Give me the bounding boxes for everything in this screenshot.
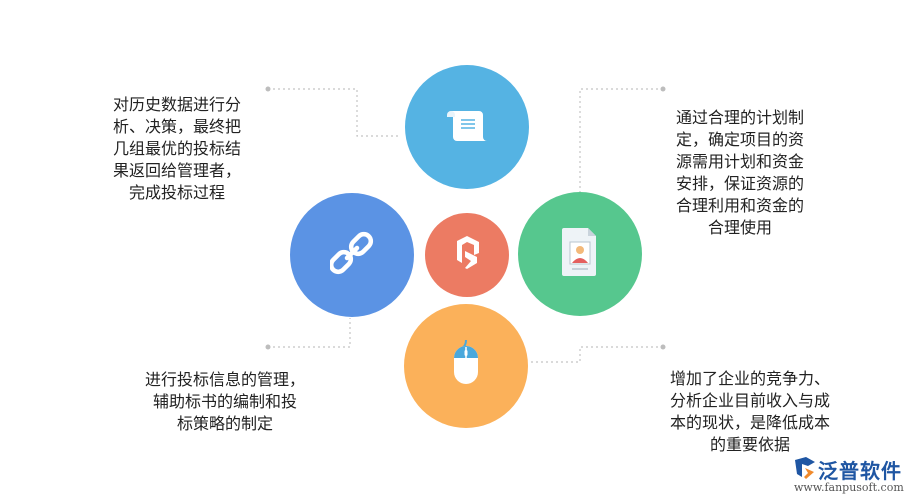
bottom-circle — [404, 304, 528, 428]
connector-bottom-left — [268, 318, 351, 348]
connector-bottom-right — [531, 346, 663, 363]
brand-mark-icon — [792, 455, 818, 486]
connector-dot-bottom-right — [660, 344, 666, 350]
watermark-name: 泛普软件 — [818, 459, 902, 483]
text-top-right: 通过合理的计划制 定，确定项目的资 源需用计划和资金 安排，保证资源的 合理利用… — [675, 110, 804, 237]
watermark-logo: 泛普软件 www.fanpusoft.com — [780, 453, 920, 500]
left-circle — [290, 193, 414, 317]
connector-top-right — [579, 88, 663, 192]
scroll-document-icon — [445, 105, 489, 150]
brand-logo-icon — [447, 233, 487, 278]
top-circle — [405, 65, 529, 189]
chain-link-icon — [328, 231, 374, 280]
id-card-document-icon — [560, 226, 600, 283]
text-bottom-left: 进行投标信息的管理， 辅助标书的编制和投 标策略的制定 — [144, 372, 305, 433]
right-circle — [518, 192, 642, 316]
text-top-left: 对历史数据进行分 析、决策，最终把 几组最优的投标结 果返回给管理者， 完成投标… — [112, 97, 241, 202]
connector-top-left — [268, 88, 401, 137]
center-circle — [425, 213, 509, 297]
connector-dot-bottom-left — [265, 344, 271, 350]
computer-mouse-icon — [448, 338, 484, 395]
text-bottom-right: 增加了企业的竞争力、 分析企业目前收入与成 本的现状，是降低成本 的重要依据 — [669, 371, 830, 454]
connector-dot-top-right — [660, 86, 666, 92]
watermark-url: www.fanpusoft.com — [794, 481, 904, 494]
connector-dot-top-left — [265, 86, 271, 92]
